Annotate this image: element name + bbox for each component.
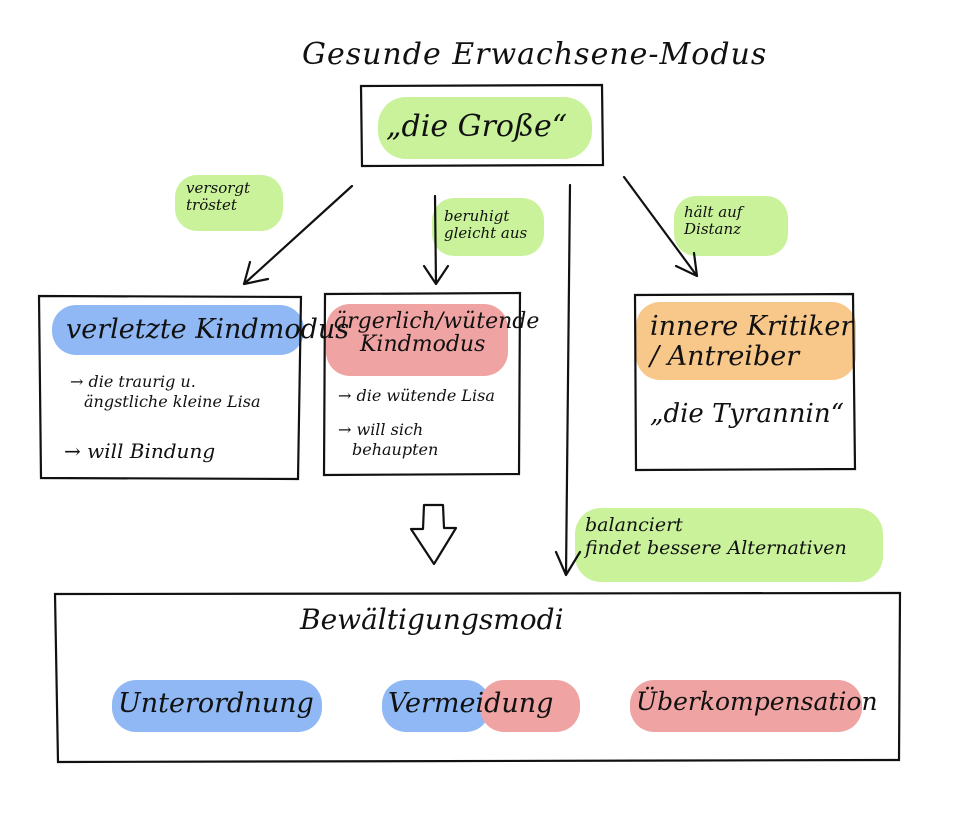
top-box-outline <box>359 83 605 168</box>
coping-title: Bewältigungsmodi <box>300 603 564 636</box>
coping-mode-2: Vermeidung <box>388 688 554 719</box>
vulnerable-box-need: → will Bindung <box>64 439 216 463</box>
boxes <box>37 83 902 764</box>
arrow-middle <box>422 194 450 286</box>
vulnerable-box-title: verletzte Kindmodus <box>66 314 350 345</box>
coping-mode-3: Überkompensation <box>636 687 878 716</box>
vulnerable-box-outline <box>37 294 303 481</box>
arrow-right <box>622 175 699 278</box>
highlight-top-box <box>378 97 592 159</box>
critic-box-title: innere Kritiker / Antreiber <box>650 311 854 372</box>
critic-box-text: „die Tyrannin“ <box>650 399 844 429</box>
arrow-left <box>242 184 354 286</box>
angry-box-title: ärgerlich/wütende Kindmodus <box>334 309 540 358</box>
top-box-label: „die Große“ <box>386 109 568 144</box>
highlight-vulnerable-title <box>52 305 304 355</box>
highlight-edge-down <box>575 508 883 582</box>
coping-mode-1: Unterordnung <box>118 688 314 719</box>
critic-box-outline <box>633 292 857 472</box>
diagram-title: Gesunde Erwachsene-Modus <box>302 37 768 72</box>
arrows <box>242 175 699 577</box>
highlight-critic-title <box>636 302 856 380</box>
vulnerable-box-text: → die traurig u. ängstliche kleine Lisa <box>70 372 261 411</box>
highlight-edge-left <box>175 175 283 231</box>
coping-box-outline <box>53 591 902 764</box>
highlight-mode-3 <box>630 680 862 732</box>
highlight-edge-right <box>674 196 788 256</box>
angry-box-outline <box>322 291 522 477</box>
highlights <box>52 97 883 732</box>
highlight-mode-1 <box>112 680 322 732</box>
highlight-edge-middle <box>432 198 544 256</box>
highlight-mode-2b <box>480 680 580 732</box>
angry-box-text: → die wütende Lisa → will sich behaupten <box>338 386 495 459</box>
highlight-mode-2a <box>382 680 490 732</box>
arrow-hollow <box>409 503 458 566</box>
highlight-angry-title <box>326 304 508 376</box>
arrow-down <box>554 183 582 577</box>
